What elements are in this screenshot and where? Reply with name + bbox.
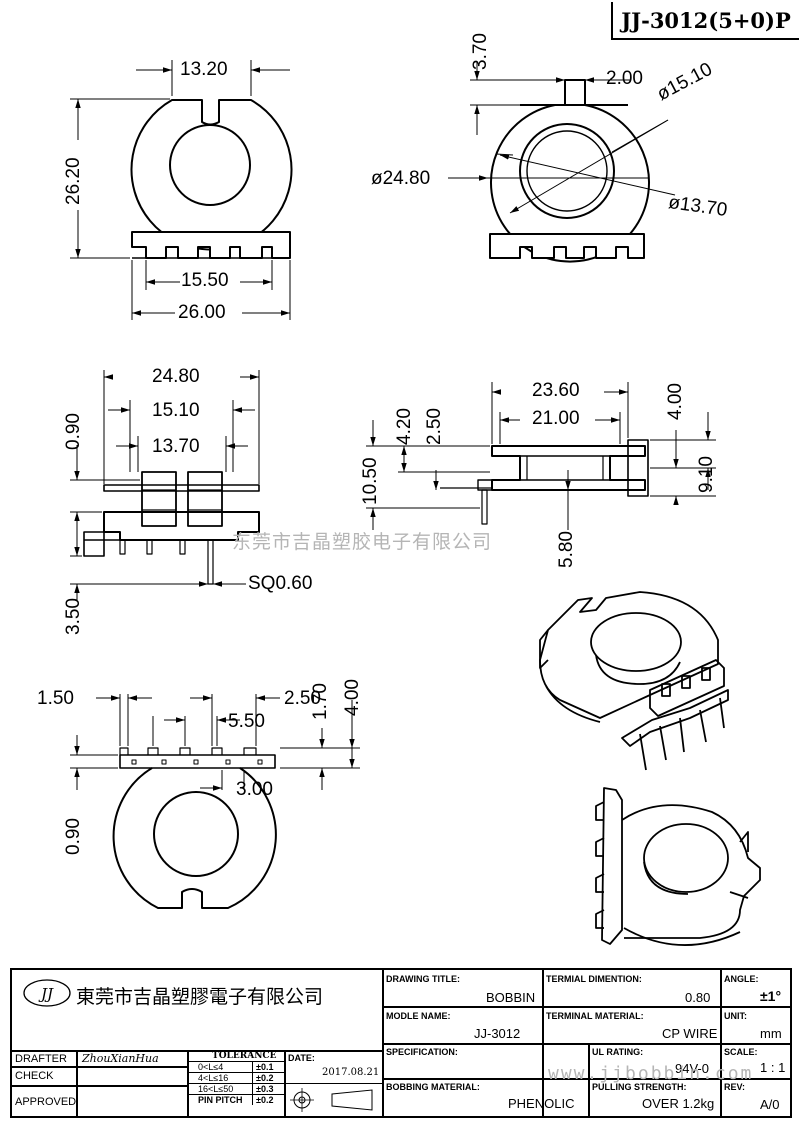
dim-pin-pitch: 5.50 <box>228 711 265 732</box>
tolerance-label: TOLERANCE <box>212 1051 277 1061</box>
company-name: 東莞市吉晶塑膠電子有限公司 <box>76 986 324 1008</box>
dim-rim-bottom: 0.90 <box>63 818 84 855</box>
dim-h-9-10: 9.10 <box>696 456 717 493</box>
bobbin-material: PHENOLIC <box>508 1096 575 1111</box>
unit: mm <box>760 1026 782 1041</box>
dim-width-23-60: 23.60 <box>532 380 580 401</box>
terminal-material: CP WIRE <box>662 1026 718 1041</box>
dim-height: 26.20 <box>63 157 84 205</box>
rev-label: REV: <box>724 1082 746 1092</box>
unit-label: UNIT: <box>724 1011 747 1021</box>
tol-value-3: ±0.2 <box>256 1095 274 1105</box>
dim-h-4-00: 4.00 <box>665 383 686 420</box>
model-label: MODLE NAME: <box>386 1011 451 1021</box>
bobbin-material-label: BOBBING MATERIAL: <box>386 1082 480 1092</box>
dim-rim: 0.90 <box>63 413 84 450</box>
pulling-strength-label: PULLING STRENGTH: <box>592 1082 687 1092</box>
dim-pin-section: SQ0.60 <box>248 573 313 594</box>
view-front-left <box>70 60 293 320</box>
tol-value-1: ±0.2 <box>256 1073 274 1083</box>
ul-rating-label: UL RATING: <box>592 1047 644 1057</box>
dim-h-2-50: 2.50 <box>424 408 445 445</box>
watermark-company: 东莞市吉晶塑胶电子有限公司 <box>232 531 493 553</box>
dim-h-10-50: 10.50 <box>360 457 381 505</box>
dim-flange: 24.80 <box>152 366 200 387</box>
dim-h-4-20: 4.20 <box>394 408 415 445</box>
view-side-right <box>366 382 716 530</box>
isometric-view-bottom <box>595 787 761 946</box>
tol-range-1: 4<L≤16 <box>198 1073 229 1083</box>
part-number: JJ-3012(5+0)P <box>611 2 799 40</box>
tol-range-0: 0<L≤4 <box>198 1062 224 1072</box>
drawing-svg <box>70 60 761 946</box>
pulling-strength: OVER 1.2kg <box>642 1096 715 1111</box>
dim-pin-gap: 3.00 <box>236 779 273 800</box>
dim-core: 13.70 <box>152 436 200 457</box>
scale: 1 : 1 <box>760 1060 786 1075</box>
logo-text: JJ <box>38 985 54 1003</box>
dim-slot-width: 13.20 <box>180 59 228 80</box>
approved-label: APPROVED <box>15 1096 77 1108</box>
tol-range-3: PIN PITCH <box>198 1095 243 1105</box>
dim-base-width: 26.00 <box>178 302 226 323</box>
watermark-url: www.jjbobbin.com <box>548 1063 754 1084</box>
model: JJ-3012 <box>474 1026 521 1041</box>
dim-h-1-70: 1.70 <box>310 683 331 720</box>
title-block: JJ 東莞市吉晶塑膠電子有限公司 DRAWING TITLE: BOBBIN T… <box>10 968 792 1118</box>
drawing-title: BOBBIN <box>486 990 536 1005</box>
dim-h-4-00-b: 4.00 <box>342 679 363 716</box>
scale-label: SCALE: <box>724 1047 758 1057</box>
specification-label: SPECIFICATION: <box>386 1047 458 1057</box>
view-side-left <box>70 370 260 600</box>
dim-winding: 15.10 <box>152 400 200 421</box>
ul-rating: 94V-0 <box>675 1061 709 1076</box>
tol-value-0: ±0.1 <box>256 1062 274 1072</box>
drafter-signature: ZhouXianHua <box>82 1052 159 1065</box>
dim-slot-depth: 3.70 <box>470 33 491 70</box>
drawing-title-label: DRAWING TITLE: <box>386 974 460 984</box>
view-bottom <box>70 694 360 909</box>
tol-value-2: ±0.3 <box>256 1084 274 1094</box>
date: 2017.08.21 <box>322 1067 380 1078</box>
projection-symbol-icon <box>290 1088 373 1112</box>
dim-slot-width-r: 2.00 <box>606 68 643 89</box>
angle-label: ANGLE: <box>724 974 759 984</box>
tol-range-2: 16<L≤50 <box>198 1084 234 1094</box>
dim-pin-span: 15.50 <box>181 270 229 291</box>
date-label: DATE: <box>288 1053 315 1063</box>
dim-pin-offset: 1.50 <box>37 688 74 709</box>
dim-width-21-00: 21.00 <box>532 408 580 429</box>
dim-diameter-24-80: ø24.80 <box>371 168 431 189</box>
dim-pin-w: 2.50 <box>284 688 321 709</box>
isometric-view-top <box>539 591 729 771</box>
drafter-label: DRAFTER <box>15 1053 67 1065</box>
check-label: CHECK <box>15 1070 54 1082</box>
terminal-dimension-label: TERMIAL DIMENTION: <box>546 974 642 984</box>
dim-pin-len: 3.50 <box>63 598 84 635</box>
company-logo: JJ <box>23 979 71 1007</box>
terminal-dimension: 0.80 <box>685 990 711 1005</box>
view-front-right <box>448 62 676 263</box>
technical-drawing: 13.20 26.20 15.50 26.00 3.70 2.00 ø15.10… <box>37 33 761 946</box>
rev: A/0 <box>760 1097 780 1112</box>
dim-h-5-80: 5.80 <box>556 531 577 568</box>
angle: ±1° <box>760 988 782 1004</box>
terminal-material-label: TERMINAL MATERIAL: <box>546 1011 644 1021</box>
